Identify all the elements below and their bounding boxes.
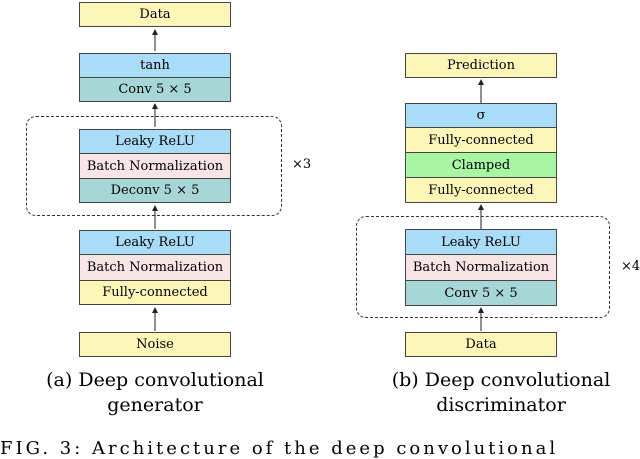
- gen-tanh-box: tanh: [79, 53, 231, 78]
- disc-caption-line2: discriminator: [436, 394, 566, 416]
- disc-fc-box-top: Fully-connected: [405, 127, 557, 153]
- gen-conv-box: Conv 5 × 5: [79, 77, 231, 102]
- disc-clamped-box: Clamped: [405, 152, 557, 178]
- disc-repeat-group: [356, 216, 610, 318]
- gen-batchnorm-box-2: Batch Normalization: [79, 254, 231, 281]
- disc-caption-line1: (b) Deep convolutional: [391, 369, 611, 391]
- gen-output-box: Data: [79, 2, 231, 27]
- gen-caption: (a) Deep convolutional generator: [30, 368, 280, 418]
- figure-caption-partial: FIG. 3: Architecture of the deep convolu…: [0, 438, 559, 459]
- gen-repeat-group: [26, 116, 282, 216]
- disc-caption: (b) Deep convolutional discriminator: [376, 368, 626, 418]
- disc-sigma-box: σ: [405, 103, 557, 128]
- disc-output-box: Prediction: [405, 53, 557, 78]
- gen-leaky-relu-box-2: Leaky ReLU: [79, 230, 231, 255]
- gen-batchnorm-box: Batch Normalization: [79, 153, 231, 179]
- disc-leaky-relu-box: Leaky ReLU: [405, 229, 557, 255]
- gen-fc-box: Fully-connected: [79, 280, 231, 305]
- gen-leaky-relu-box: Leaky ReLU: [79, 129, 231, 154]
- gen-input-box: Noise: [79, 332, 231, 357]
- disc-conv-box: Conv 5 × 5: [405, 280, 557, 306]
- gen-repeat-label: ×3: [292, 157, 312, 172]
- disc-input-box: Data: [405, 332, 557, 357]
- disc-fc-box: Fully-connected: [405, 177, 557, 203]
- gen-caption-line1: (a) Deep convolutional: [46, 369, 264, 391]
- disc-repeat-label: ×4: [621, 259, 640, 274]
- disc-batchnorm-box: Batch Normalization: [405, 254, 557, 281]
- gen-deconv-box: Deconv 5 × 5: [79, 178, 231, 203]
- gen-caption-line2: generator: [107, 394, 203, 416]
